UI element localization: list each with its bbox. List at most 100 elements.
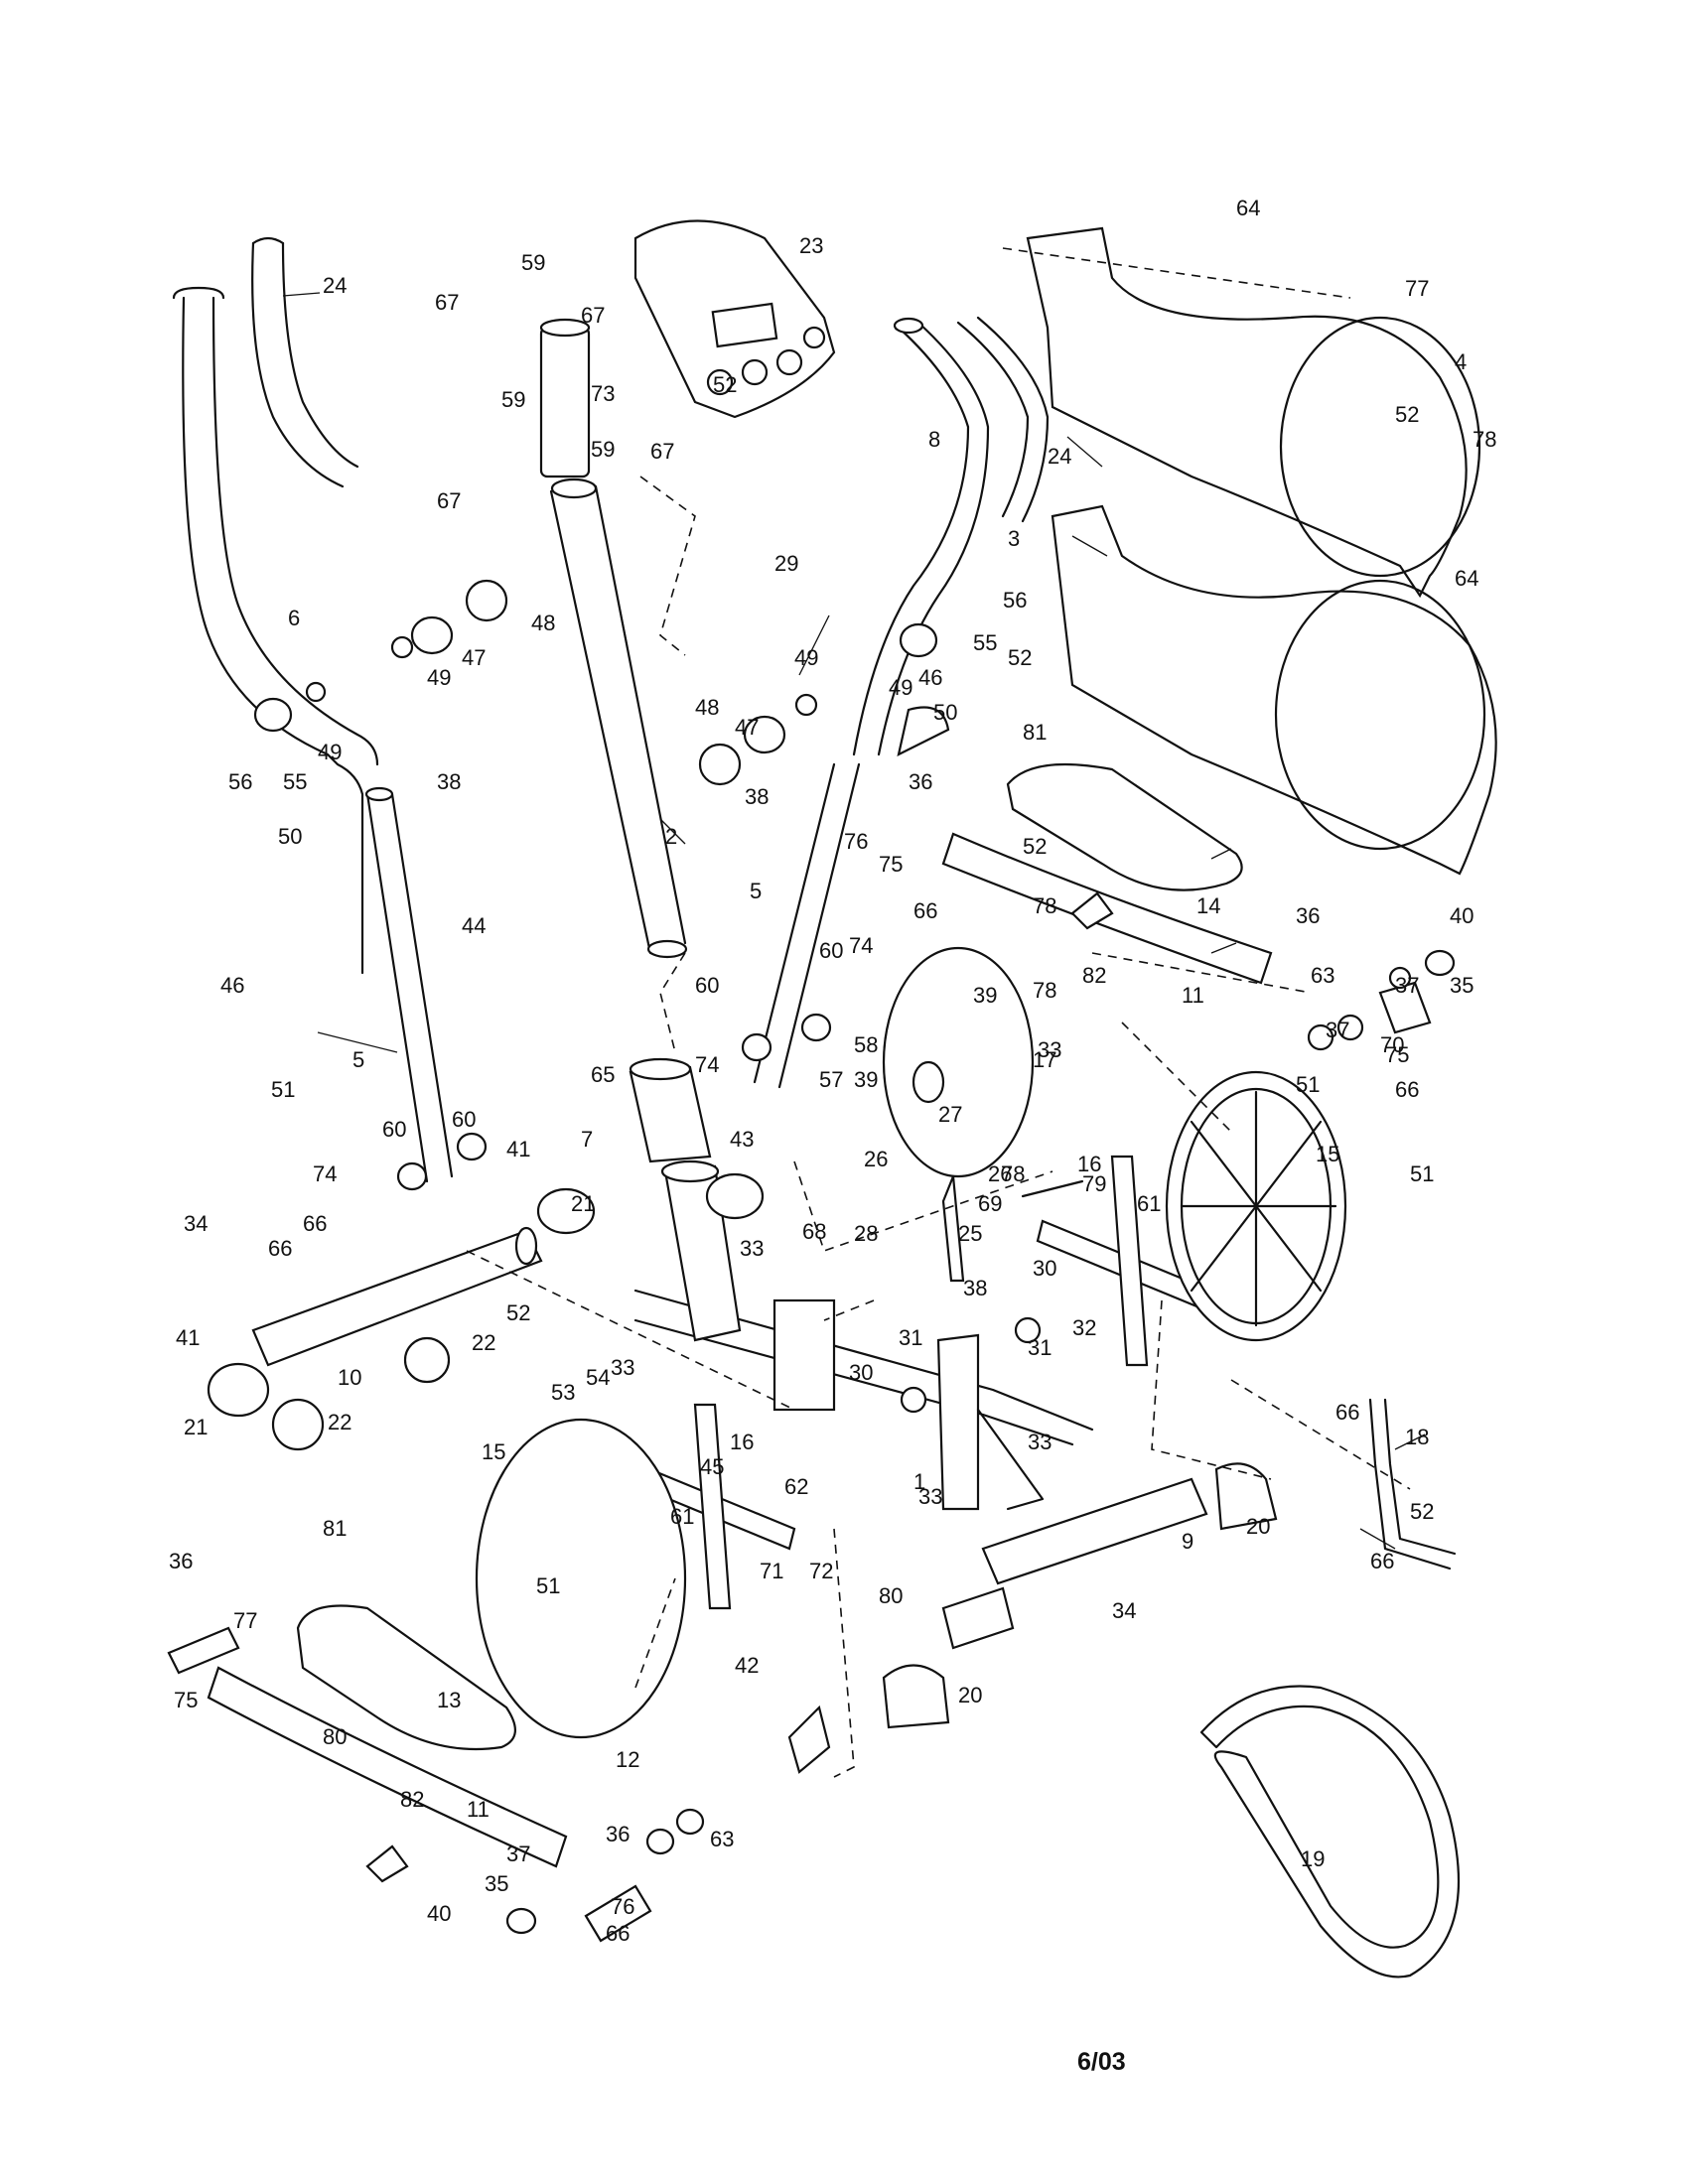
part-callout: 66	[1335, 1400, 1359, 1425]
pulley-17	[882, 946, 1035, 1178]
assembly-lines	[466, 247, 1411, 1778]
part-callout: 51	[536, 1573, 560, 1598]
part-callout: 67	[581, 303, 605, 328]
part-callout: 56	[228, 769, 252, 794]
part-callout: 49	[427, 665, 451, 690]
part-callout: 60	[819, 938, 843, 963]
part-callout: 29	[774, 551, 798, 576]
part-callout: 5	[352, 1047, 364, 1072]
part-callout: 52	[1008, 645, 1032, 670]
left-handlebar	[172, 286, 379, 975]
part-callout: 21	[571, 1191, 595, 1216]
part-callout: 66	[303, 1211, 327, 1236]
right-grip	[956, 316, 1050, 523]
part-callout: 46	[918, 665, 942, 690]
part-callout: 21	[184, 1415, 208, 1439]
part-callout: 3	[1008, 526, 1020, 551]
part-callout: 47	[462, 645, 486, 670]
part-callout: 45	[700, 1454, 724, 1479]
part-callout: 28	[854, 1221, 878, 1246]
part-callout: 63	[1311, 963, 1334, 988]
part-callout: 40	[427, 1901, 451, 1926]
part-callout: 36	[169, 1549, 193, 1573]
bracket-18	[1368, 1398, 1457, 1570]
part-callout: 2	[665, 824, 677, 849]
part-callout: 55	[283, 769, 307, 794]
part-callout: 74	[849, 933, 873, 958]
pedal-13	[296, 1604, 516, 1751]
part-callout: 47	[735, 715, 759, 740]
part-callout: 23	[799, 233, 823, 258]
part-callout: 81	[1023, 720, 1047, 745]
part-callout: 25	[958, 1221, 982, 1246]
crossbar-10	[207, 1187, 596, 1451]
part-callout: 30	[849, 1360, 873, 1385]
part-callout: 61	[670, 1504, 694, 1529]
part-callout: 52	[713, 372, 737, 397]
part-callout: 77	[233, 1608, 257, 1633]
pedal-arm-11-front	[207, 1666, 568, 1868]
part-callout: 77	[1405, 276, 1429, 301]
part-callout: 16	[730, 1430, 754, 1454]
part-callout: 59	[591, 437, 615, 462]
console	[633, 219, 836, 419]
part-callout: 66	[913, 898, 937, 923]
part-callout: 15	[482, 1439, 505, 1464]
part-callout: 57	[819, 1067, 843, 1092]
part-callout: 59	[501, 387, 525, 412]
part-callout: 33	[611, 1355, 634, 1380]
part-callout: 38	[745, 784, 769, 809]
part-callout: 35	[485, 1871, 508, 1896]
part-callout: 9	[1182, 1529, 1193, 1554]
part-callout: 66	[1395, 1077, 1419, 1102]
part-callout: 52	[506, 1300, 530, 1325]
part-callout: 67	[650, 439, 674, 464]
part-callout: 38	[437, 769, 461, 794]
shroud-4	[1026, 226, 1481, 599]
part-callout: 31	[899, 1325, 922, 1350]
right-handlebar	[852, 317, 990, 756]
part-callout: 42	[735, 1653, 759, 1678]
part-callout: 1	[913, 1469, 925, 1494]
part-callout: 33	[918, 1484, 942, 1509]
flywheel-15-rear	[1165, 1070, 1347, 1342]
upper-upright-73	[539, 318, 591, 478]
part-callout: 24	[323, 273, 347, 298]
part-callout: 14	[1196, 893, 1220, 918]
part-callout: 75	[174, 1688, 198, 1712]
part-callout: 74	[313, 1161, 337, 1186]
part-callout: 22	[472, 1330, 495, 1355]
part-callout: 75	[879, 852, 903, 877]
part-callout: 31	[1028, 1335, 1052, 1360]
part-callout: 34	[1112, 1598, 1136, 1623]
right-lower-arm-5	[753, 762, 861, 1089]
flywheel-15-front	[475, 1418, 687, 1739]
part-callout: 15	[1316, 1142, 1339, 1166]
part-callout: 51	[1296, 1072, 1320, 1097]
part-callout: 67	[437, 488, 461, 513]
part-callout: 35	[1450, 973, 1474, 998]
part-callout: 11	[1182, 983, 1204, 1008]
part-callout: 30	[1033, 1256, 1056, 1281]
part-callout: 53	[551, 1380, 575, 1405]
part-callout: 78	[1001, 1161, 1025, 1186]
part-callout: 70	[1380, 1032, 1404, 1057]
part-callout: 64	[1455, 566, 1478, 591]
part-callout: 50	[278, 824, 302, 849]
drive-belt-19	[1199, 1685, 1461, 1979]
upright-sleeve-65	[629, 1057, 712, 1163]
part-callout: 38	[963, 1276, 987, 1300]
part-callout: 49	[318, 740, 342, 764]
part-callout: 12	[616, 1747, 639, 1772]
part-callout: 26	[864, 1147, 888, 1171]
part-callout: 19	[1301, 1846, 1325, 1871]
part-callout: 61	[1137, 1191, 1161, 1216]
part-callout: 41	[176, 1325, 200, 1350]
part-callout: 72	[809, 1559, 833, 1583]
part-callout: 32	[1072, 1315, 1096, 1340]
part-callout: 63	[710, 1827, 734, 1851]
part-callout: 11	[467, 1797, 490, 1822]
part-callout: 33	[740, 1236, 764, 1261]
part-callout: 37	[1326, 1018, 1349, 1042]
part-callout: 37	[1395, 973, 1419, 998]
